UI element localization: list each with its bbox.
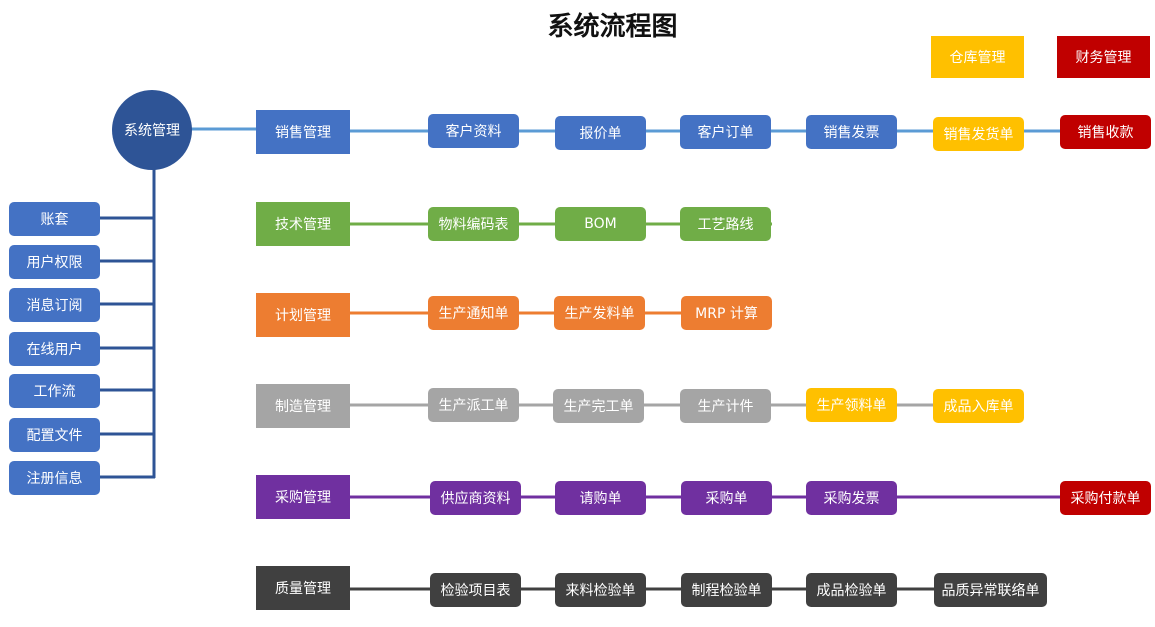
module-technical[interactable]: 技术管理 — [256, 202, 350, 246]
purchase-step-supplier-info[interactable]: 供应商资料 — [430, 481, 521, 515]
module-manufacturing[interactable]: 制造管理 — [256, 384, 350, 428]
system-item-workflow[interactable]: 工作流 — [9, 374, 100, 408]
sales-step-customer-info[interactable]: 客户资料 — [428, 114, 519, 148]
module-sales[interactable]: 销售管理 — [256, 110, 350, 154]
sales-step-quotation[interactable]: 报价单 — [555, 116, 646, 150]
legend-finance: 财务管理 — [1057, 36, 1150, 78]
module-quality[interactable]: 质量管理 — [256, 566, 350, 610]
module-planning[interactable]: 计划管理 — [256, 293, 350, 337]
quality-step-process-inspection[interactable]: 制程检验单 — [681, 573, 772, 607]
page-title: 系统流程图 — [547, 12, 678, 42]
mfg-step-dispatch-order[interactable]: 生产派工单 — [428, 388, 519, 422]
mfg-step-material-requisition[interactable]: 生产领料单 — [806, 388, 897, 422]
quality-step-incoming-inspection[interactable]: 来料检验单 — [555, 573, 646, 607]
purchase-step-purchase-invoice[interactable]: 采购发票 — [806, 481, 897, 515]
tech-step-routing[interactable]: 工艺路线 — [680, 207, 771, 241]
sales-step-sales-receipt[interactable]: 销售收款 — [1060, 115, 1151, 149]
quality-step-final-inspection[interactable]: 成品检验单 — [806, 573, 897, 607]
sales-step-sales-invoice[interactable]: 销售发票 — [806, 115, 897, 149]
system-item-ledger[interactable]: 账套 — [9, 202, 100, 236]
system-item-online-users[interactable]: 在线用户 — [9, 332, 100, 366]
plan-step-production-notice[interactable]: 生产通知单 — [428, 296, 519, 330]
tech-step-bom[interactable]: BOM — [555, 207, 646, 241]
legend-warehouse: 仓库管理 — [931, 36, 1024, 78]
quality-step-nonconformance-notice[interactable]: 品质异常联络单 — [934, 573, 1047, 607]
quality-step-inspection-items[interactable]: 检验项目表 — [430, 573, 521, 607]
plan-step-material-issue[interactable]: 生产发料单 — [554, 296, 645, 330]
purchase-step-payment[interactable]: 采购付款单 — [1060, 481, 1151, 515]
system-item-config-file[interactable]: 配置文件 — [9, 418, 100, 452]
mfg-step-piecework[interactable]: 生产计件 — [680, 389, 771, 423]
root-system-management[interactable]: 系统管理 — [112, 90, 192, 170]
sales-step-customer-order[interactable]: 客户订单 — [680, 115, 771, 149]
mfg-step-finished-goods-receipt[interactable]: 成品入库单 — [933, 389, 1024, 423]
module-purchasing[interactable]: 采购管理 — [256, 475, 350, 519]
tech-step-material-code[interactable]: 物料编码表 — [428, 207, 519, 241]
sales-step-delivery-note[interactable]: 销售发货单 — [933, 117, 1024, 151]
mfg-step-completion-order[interactable]: 生产完工单 — [553, 389, 644, 423]
plan-step-mrp[interactable]: MRP 计算 — [681, 296, 772, 330]
system-item-user-permission[interactable]: 用户权限 — [9, 245, 100, 279]
purchase-step-requisition[interactable]: 请购单 — [555, 481, 646, 515]
system-item-registration[interactable]: 注册信息 — [9, 461, 100, 495]
purchase-step-purchase-order[interactable]: 采购单 — [681, 481, 772, 515]
system-item-message-subscription[interactable]: 消息订阅 — [9, 288, 100, 322]
